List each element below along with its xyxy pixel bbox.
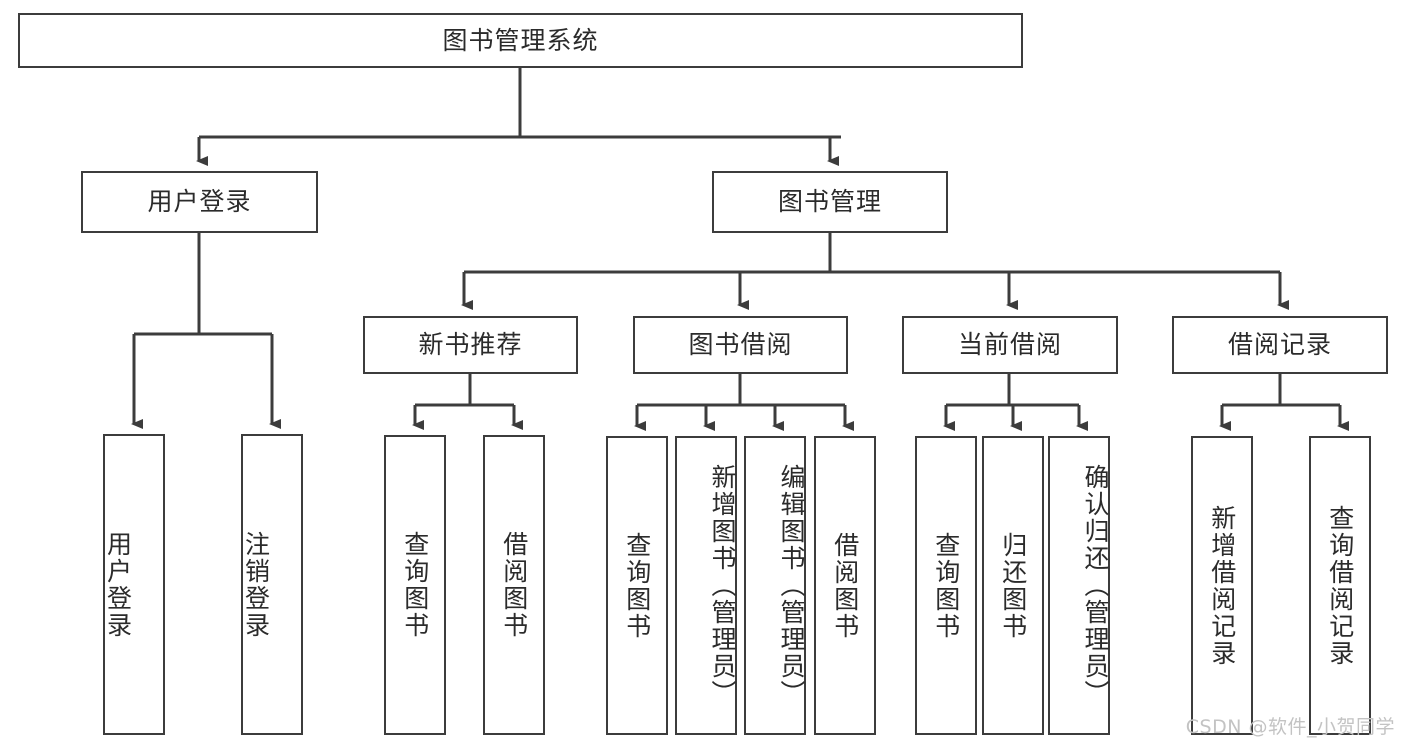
leaf-add-book-admin[interactable]: 新增图书（管理员）: [675, 436, 737, 735]
node-new-book-recommend[interactable]: 新书推荐: [363, 316, 578, 374]
leaf-borrow-book-1-label: 借阅图书: [499, 531, 529, 639]
leaf-query-book-1[interactable]: 查询图书: [384, 435, 446, 735]
leaf-add-borrow-record-label: 新增借阅记录: [1207, 504, 1237, 667]
node-borrow-record[interactable]: 借阅记录: [1172, 316, 1388, 374]
node-current-borrow-label: 当前借阅: [957, 330, 1062, 360]
node-user-login[interactable]: 用户登录: [81, 171, 318, 233]
leaf-borrow-book-2-label: 借阅图书: [830, 531, 860, 640]
leaf-confirm-return-admin[interactable]: 确认归还（管理员）: [1048, 436, 1110, 735]
leaf-user-login[interactable]: 用户登录: [103, 434, 165, 735]
node-book-management-label: 图书管理: [777, 187, 882, 217]
leaf-query-book-3-label: 查询图书: [931, 531, 961, 640]
csdn-watermark: CSDN @软件_小贺同学: [1185, 716, 1395, 738]
leaf-return-book-label: 归还图书: [998, 531, 1028, 640]
node-borrow-record-label: 借阅记录: [1227, 330, 1332, 360]
leaf-confirm-return-admin-label: 确认归还（管理员）: [1081, 464, 1110, 707]
node-user-login-label: 用户登录: [147, 187, 252, 217]
leaf-query-book-2[interactable]: 查询图书: [606, 436, 668, 735]
leaf-add-book-admin-label: 新增图书（管理员）: [708, 464, 737, 707]
leaf-query-borrow-record[interactable]: 查询借阅记录: [1309, 436, 1371, 735]
leaf-return-book[interactable]: 归还图书: [982, 436, 1044, 735]
node-book-borrow-label: 图书借阅: [688, 330, 793, 360]
leaf-query-book-3[interactable]: 查询图书: [915, 436, 977, 735]
node-current-borrow[interactable]: 当前借阅: [902, 316, 1118, 374]
leaf-user-logout[interactable]: 注销登录: [241, 434, 303, 735]
leaf-borrow-book-2[interactable]: 借阅图书: [814, 436, 876, 735]
node-root-library-system[interactable]: 图书管理系统: [18, 13, 1023, 68]
leaf-query-book-2-label: 查询图书: [622, 531, 652, 640]
leaf-add-borrow-record[interactable]: 新增借阅记录: [1191, 436, 1253, 735]
leaf-user-login-label: 用户登录: [103, 530, 133, 639]
node-root-label: 图书管理系统: [442, 25, 599, 55]
node-new-book-recommend-label: 新书推荐: [418, 330, 523, 360]
leaf-borrow-book-1[interactable]: 借阅图书: [483, 435, 545, 735]
leaf-edit-book-admin-label: 编辑图书（管理员）: [777, 464, 806, 707]
leaf-edit-book-admin[interactable]: 编辑图书（管理员）: [744, 436, 806, 735]
node-book-management[interactable]: 图书管理: [712, 171, 948, 233]
leaf-query-book-1-label: 查询图书: [400, 531, 430, 639]
leaf-user-logout-label: 注销登录: [241, 530, 271, 639]
leaf-query-borrow-record-label: 查询借阅记录: [1325, 504, 1355, 667]
node-book-borrow[interactable]: 图书借阅: [633, 316, 848, 374]
